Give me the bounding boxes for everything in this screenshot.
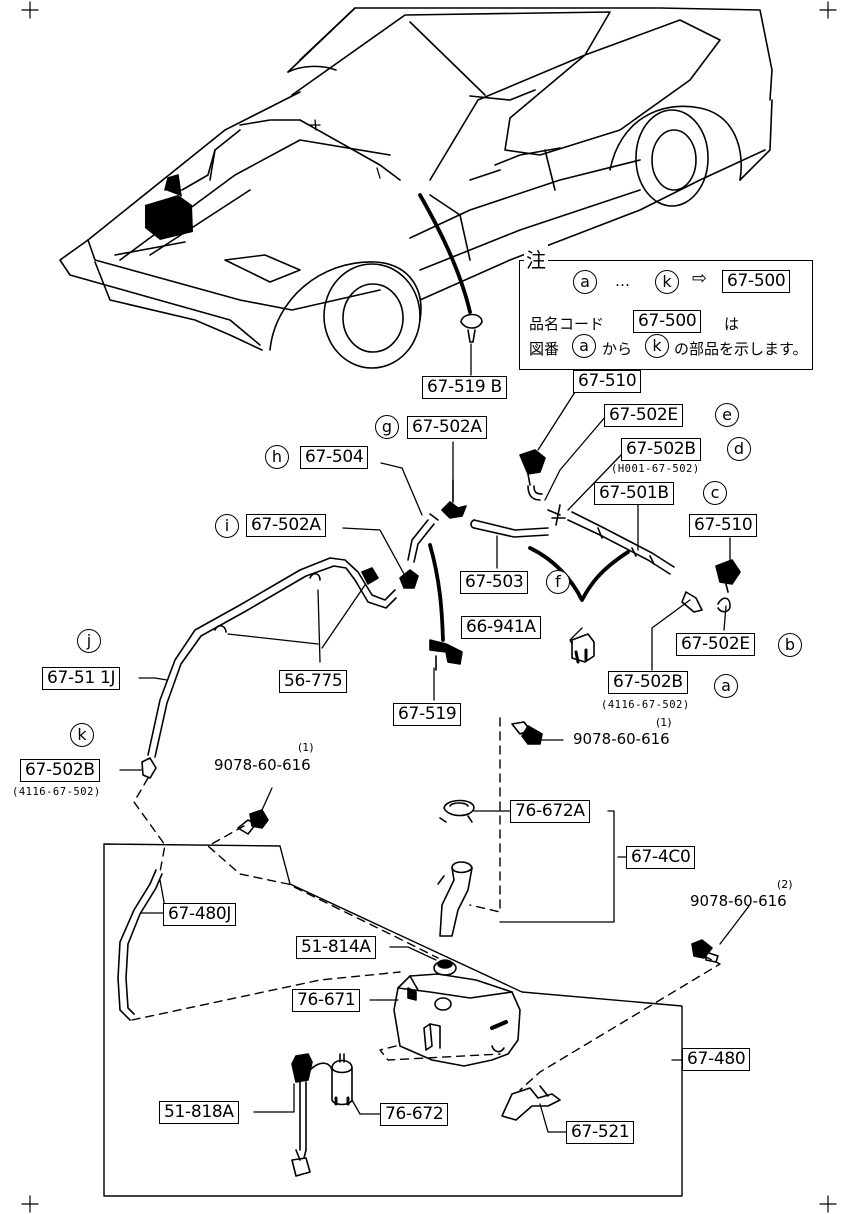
- label-67-502b-a: 67-502B: [608, 671, 688, 694]
- joint-67-502a-i: [399, 569, 419, 589]
- label-67-510-top: 67-510: [573, 370, 642, 393]
- label-67-503: 67-503: [460, 571, 529, 594]
- legend-line3-mid: から: [602, 340, 633, 358]
- marker-i: i: [215, 514, 239, 538]
- legend-arrow: ⇨: [692, 268, 708, 289]
- legend-line3-from: a: [572, 334, 596, 358]
- label-51-814a: 51-814A: [296, 936, 376, 959]
- marker-g: g: [375, 415, 399, 439]
- label-bolt1-left: 9078-60-616: [214, 756, 311, 774]
- label-67-501b: 67-501B: [594, 482, 674, 505]
- marker-f: f: [546, 570, 570, 594]
- hose-67-502e-b: [717, 597, 731, 613]
- label-76-672a: 76-672A: [510, 800, 590, 823]
- legend-line2-code: 67-500: [633, 310, 702, 333]
- hose-67-503: [470, 519, 549, 538]
- assembly-frame: [103, 843, 683, 1197]
- label-67-519: 67-519: [393, 703, 462, 726]
- legend-line3-prefix: 図番: [529, 340, 560, 358]
- hose-67-504: [407, 513, 439, 563]
- bolt1-left-qty: (1): [298, 741, 314, 754]
- bolt-upper-right: [511, 721, 543, 745]
- label-67-504: 67-504: [300, 446, 369, 469]
- hose-67-511j: [147, 557, 397, 758]
- reservoir-silhouette: [145, 149, 216, 240]
- label-56-775: 56-775: [279, 670, 348, 693]
- bracket-67-521: [501, 1085, 561, 1121]
- label-67-519b: 67-519 B: [422, 376, 507, 399]
- bolt2-qty: (2): [777, 878, 793, 891]
- bolt-right-lower: [691, 939, 719, 963]
- leaders-56-775: [227, 584, 366, 663]
- label-67-502b-top: 67-502B: [621, 438, 701, 461]
- filler-neck-67-4c0: [437, 861, 473, 937]
- leader-lines: [119, 343, 750, 1133]
- legend-range-dots: …: [615, 272, 630, 290]
- legend-line2-prefix: 品名コード: [529, 315, 605, 333]
- label-51-818a: 51-818A: [159, 1101, 239, 1124]
- legend-range-to: k: [655, 270, 679, 294]
- legend-note-title: 注: [524, 244, 548, 273]
- legend-range-from: a: [573, 270, 597, 294]
- marker-h: h: [265, 445, 289, 469]
- label-76-672: 76-672: [380, 1103, 449, 1126]
- joint-67-502b-top: [547, 504, 566, 526]
- marker-c: c: [703, 481, 727, 505]
- marker-k: k: [70, 723, 94, 747]
- marker-d: d: [727, 437, 751, 461]
- legend-line3-to: k: [645, 334, 669, 358]
- sensor-51-818a: [291, 1053, 333, 1177]
- label-67-502b-k-sub: (4116-67-502): [12, 786, 101, 798]
- joint-67-502b-a: [681, 591, 703, 613]
- hose-67-480j: [117, 869, 163, 1021]
- cap-76-672a: [439, 799, 475, 823]
- bolt-left: [237, 809, 269, 835]
- nozzle-top: [519, 449, 546, 486]
- clip-67-519: [429, 639, 463, 671]
- legend-line3-suffix: の部品を示します。: [674, 340, 808, 358]
- label-67-502e-top: 67-502E: [604, 404, 683, 427]
- tank-76-671: [393, 973, 521, 1067]
- marker-e: e: [715, 403, 739, 427]
- label-67-480j: 67-480J: [163, 903, 237, 926]
- clip-67-519b: [460, 313, 483, 343]
- marker-a: a: [714, 674, 738, 698]
- label-67-510-right: 67-510: [689, 514, 758, 537]
- label-67-502b-a-sub: (4116-67-502): [601, 699, 690, 711]
- grommet-66-941a: [571, 633, 595, 664]
- label-67-4c0: 67-4C0: [626, 846, 696, 869]
- label-67-502e-b: 67-502E: [676, 633, 755, 656]
- label-66-941a: 66-941A: [461, 616, 541, 639]
- routing-lines: [418, 193, 630, 642]
- hose-67-502e-top: [527, 485, 543, 501]
- label-bolt2: 9078-60-616: [690, 892, 787, 910]
- nozzle-right: [715, 559, 741, 593]
- label-76-671: 76-671: [292, 989, 361, 1012]
- marker-j: j: [77, 629, 101, 653]
- label-67-502a-i: 67-502A: [246, 514, 326, 537]
- joint-67-502b-k: [141, 757, 157, 779]
- label-67-521: 67-521: [566, 1121, 635, 1144]
- label-67-511j: 67-51 1J: [42, 667, 121, 690]
- motor-76-672: [331, 1053, 353, 1106]
- corner-marks: [21, 1, 837, 1213]
- label-67-502b-k: 67-502B: [20, 759, 100, 782]
- marker-b: b: [778, 633, 802, 657]
- label-67-480: 67-480: [682, 1048, 751, 1071]
- label-67-502b-top-sub: (H001-67-502): [611, 463, 700, 475]
- label-bolt1-right: 9078-60-616: [573, 730, 670, 748]
- joint-67-502a-g: [441, 479, 467, 519]
- legend-target-code: 67-500: [722, 270, 791, 293]
- legend-line2-suffix: は: [724, 315, 740, 333]
- bolt1-right-qty: (1): [656, 716, 672, 729]
- dashed-guides: [131, 717, 721, 1091]
- hose-67-501b: [567, 511, 675, 575]
- cap-51-814a: [433, 959, 457, 976]
- label-67-502a-g: 67-502A: [407, 416, 487, 439]
